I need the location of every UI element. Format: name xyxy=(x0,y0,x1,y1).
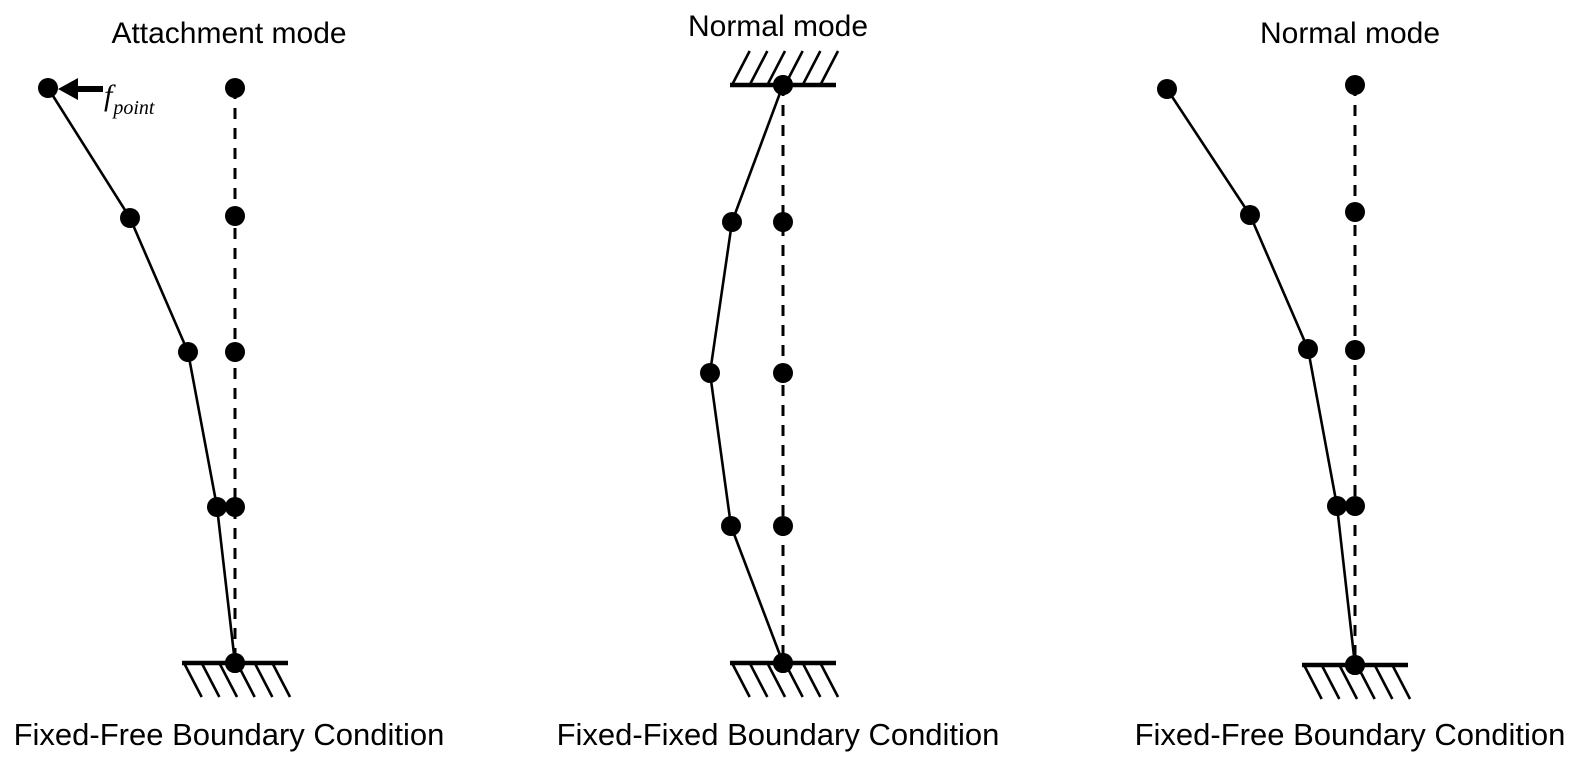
reference-node-dot xyxy=(773,212,793,232)
mode-node-dot xyxy=(225,653,245,673)
force-label-subscript: point xyxy=(111,97,155,119)
support-hatch-stroke xyxy=(271,662,292,698)
mode-node-dot xyxy=(38,78,58,98)
panel-title: Normal mode xyxy=(1260,17,1440,50)
support-hatch-stroke xyxy=(182,662,203,698)
mode-node-dot xyxy=(120,208,140,228)
mode-shape-line xyxy=(1165,87,1357,667)
support-hatch-stroke-top xyxy=(819,50,840,86)
mode-node-dot xyxy=(700,363,720,383)
reference-node-dot xyxy=(225,497,245,517)
support-hatch-stroke xyxy=(218,662,239,698)
panel-caption: Fixed-Fixed Boundary Condition xyxy=(557,717,1000,752)
mode-node-dot xyxy=(207,497,227,517)
mode-node-dot xyxy=(721,516,741,536)
panel-title: Normal mode xyxy=(688,10,868,43)
reference-node-dot xyxy=(1345,202,1365,222)
support-hatch-stroke xyxy=(1391,664,1412,700)
reference-node-dot xyxy=(1345,75,1365,95)
support-hatch-stroke xyxy=(1320,664,1341,700)
reference-node-dot xyxy=(225,342,245,362)
support-hatch-stroke xyxy=(819,662,840,698)
support-hatch-stroke xyxy=(801,662,822,698)
support-hatch-stroke xyxy=(253,662,274,698)
support-hatch-stroke xyxy=(766,662,787,698)
mode-node-dot xyxy=(722,212,742,232)
support-hatch-stroke xyxy=(1302,664,1323,700)
support-hatch-stroke-top xyxy=(748,50,769,86)
support-hatch-stroke-top xyxy=(766,50,787,86)
force-label: fpoint xyxy=(104,79,155,119)
mode-node-dot xyxy=(1240,205,1260,225)
mode-node-dot xyxy=(773,653,793,673)
mode-node-dot xyxy=(773,75,793,95)
force-arrow-head xyxy=(58,78,78,100)
support-hatch-stroke xyxy=(748,662,769,698)
mode-node-dot xyxy=(1157,79,1177,99)
reference-node-dot xyxy=(1345,496,1365,516)
reference-node-dot xyxy=(773,516,793,536)
panel-title: Attachment mode xyxy=(111,17,346,50)
reference-node-dot xyxy=(225,78,245,98)
support-hatch-stroke xyxy=(1373,664,1394,700)
reference-node-dot xyxy=(1345,340,1365,360)
panel-caption: Fixed-Free Boundary Condition xyxy=(1135,717,1566,752)
panel-caption: Fixed-Free Boundary Condition xyxy=(14,717,445,752)
reference-node-dot xyxy=(773,363,793,383)
mode-node-dot xyxy=(1298,339,1318,359)
support-hatch-stroke xyxy=(200,662,221,698)
mode-node-dot xyxy=(1345,655,1365,675)
support-hatch-stroke xyxy=(1338,664,1359,700)
mode-shape-line xyxy=(46,86,237,665)
support-hatch-stroke xyxy=(730,662,751,698)
mode-node-dot xyxy=(178,342,198,362)
mode-shape-line xyxy=(708,83,785,665)
reference-node-dot xyxy=(225,206,245,226)
support-hatch-stroke-top xyxy=(801,50,822,86)
support-hatch-stroke-top xyxy=(730,50,751,86)
mode-node-dot xyxy=(1327,496,1347,516)
